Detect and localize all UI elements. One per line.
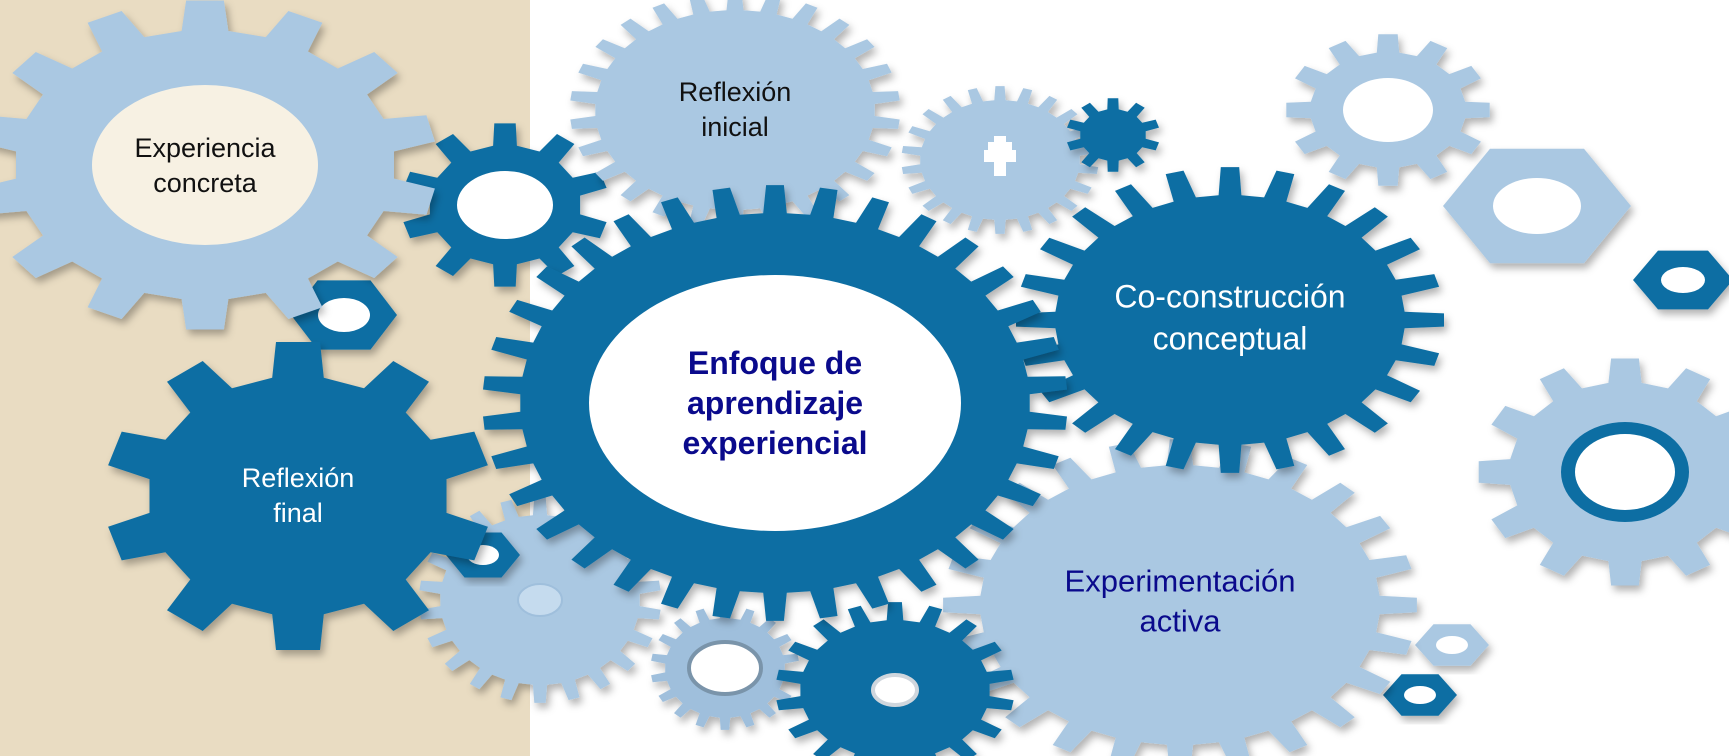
gear-bottom-dark-hole bbox=[871, 673, 919, 707]
nut-far-right-hole bbox=[1661, 267, 1705, 293]
node-co-construccion-label: Co-construcción conceptual bbox=[1114, 278, 1346, 356]
gear-experimentacion-activa bbox=[943, 439, 1417, 756]
small-gear-bottom-left-hole bbox=[517, 583, 563, 617]
node-reflexion-inicial-label: Reflexión inicial bbox=[678, 76, 792, 142]
gear-experiencia-concreta-center bbox=[92, 85, 318, 245]
gear-dark-left-hole bbox=[457, 171, 553, 239]
nut-left-hole bbox=[318, 298, 370, 332]
small-dark-gear bbox=[1067, 98, 1159, 172]
nut-bottom-right-hole bbox=[1404, 686, 1436, 704]
node-experiencia-concreta-label: Experiencia concreta bbox=[134, 132, 276, 198]
gear-center-face bbox=[589, 275, 961, 531]
node-reflexion-final-label: Reflexión final bbox=[241, 462, 355, 528]
gear-silver-hole bbox=[687, 640, 763, 696]
plus-icon bbox=[984, 136, 1016, 176]
center-node-label: Enfoque de aprendizaje experiencial bbox=[682, 345, 868, 461]
nut-right-hole bbox=[1493, 178, 1581, 234]
node-experimentacion-activa-label: Experimentación activa bbox=[1064, 563, 1296, 639]
gear-reflexion-final bbox=[108, 342, 488, 650]
gear-reflexion-inicial bbox=[570, 0, 900, 228]
gear-right-middle-hole bbox=[1575, 434, 1675, 510]
gear-co-construccion bbox=[1016, 167, 1444, 473]
gear-top-right-hole bbox=[1343, 78, 1433, 142]
nut-small-right-hole bbox=[1436, 636, 1468, 654]
